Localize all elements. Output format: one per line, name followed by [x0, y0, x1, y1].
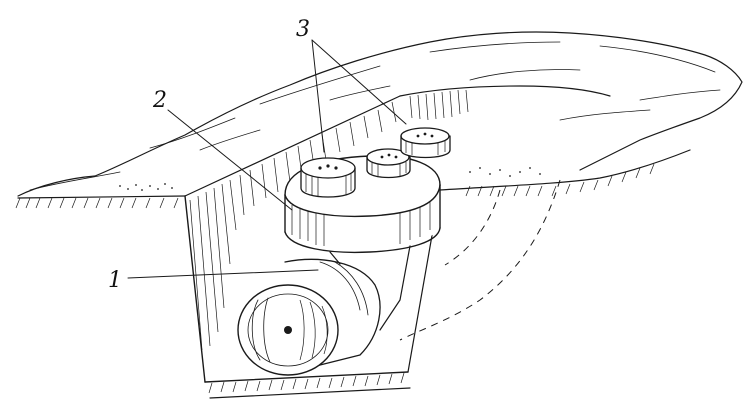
hatch-lid-middle	[366, 148, 411, 179]
leader-lines	[127, 39, 407, 279]
hatch-lid-back	[400, 127, 451, 159]
hatch-lid-front	[300, 157, 356, 198]
callout-label-2: 2	[152, 88, 167, 113]
trench	[184, 85, 611, 399]
callout-label-3: 3	[296, 17, 310, 42]
callout-label-1: 1	[108, 268, 122, 293]
ground-surface	[15, 31, 743, 209]
leader-line-1	[127, 269, 319, 279]
tank	[237, 258, 381, 376]
leader-line-3b	[311, 39, 407, 125]
leader-line-3a	[311, 39, 325, 153]
hatch-lids	[300, 127, 451, 198]
leader-line-2	[167, 109, 293, 211]
